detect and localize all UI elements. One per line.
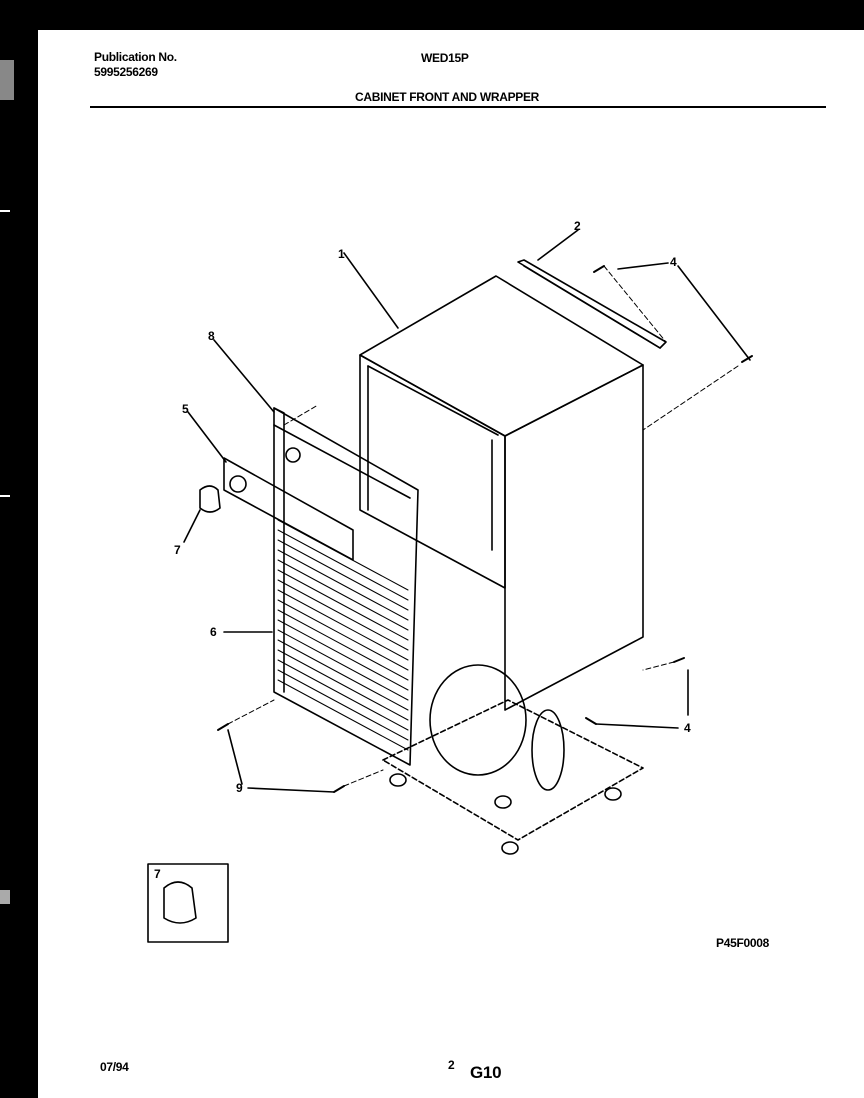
- wrapper-right-side: [504, 364, 644, 711]
- screws: [217, 265, 753, 793]
- model-number: WED15P: [421, 51, 469, 65]
- base-pan: [382, 699, 644, 841]
- exploded-parts-diagram: 1 2 4 4 4 5 7 8 6 9 7: [147, 219, 753, 943]
- scan-mark: [0, 60, 14, 100]
- scan-mark: [0, 210, 10, 212]
- callout-1: 1: [338, 247, 345, 261]
- callout-5: 5: [182, 402, 189, 416]
- compressor: [429, 664, 527, 776]
- callout-9: 9: [236, 781, 243, 795]
- scan-mark: [0, 495, 10, 497]
- footer-page-number: 2: [448, 1058, 455, 1072]
- footer-section-code: G10: [470, 1063, 502, 1082]
- section-title: CABINET FRONT AND WRAPPER: [355, 90, 540, 104]
- callout-2: 2: [574, 219, 581, 233]
- callout-4-top: 4: [670, 255, 677, 269]
- control-panel: [223, 457, 354, 561]
- footer-date: 07/94: [100, 1060, 129, 1074]
- wrapper-top: [359, 275, 644, 437]
- inset-knob-detail: [147, 863, 229, 943]
- wrapper-left-side: [359, 354, 506, 589]
- inset-callout-7: 7: [154, 867, 161, 881]
- parts-sheet: Publication No. 5995256269 WED15P CABINE…: [38, 30, 864, 1098]
- publication-label: Publication No.: [94, 50, 177, 64]
- header-rule: [90, 106, 826, 108]
- grille: [277, 519, 409, 751]
- callout-labels: 1 2 4 4 4 5 7 8 6 9 7: [154, 219, 691, 881]
- callout-7: 7: [174, 543, 181, 557]
- scan-mark: [0, 890, 10, 904]
- publication-number: 5995256269: [94, 65, 158, 79]
- callout-8: 8: [208, 329, 215, 343]
- front-panel: [273, 407, 419, 766]
- drawing-code: P45F0008: [716, 936, 769, 950]
- callout-4-right: 4: [684, 721, 691, 735]
- control-knob: [199, 485, 221, 513]
- callout-6: 6: [210, 625, 217, 639]
